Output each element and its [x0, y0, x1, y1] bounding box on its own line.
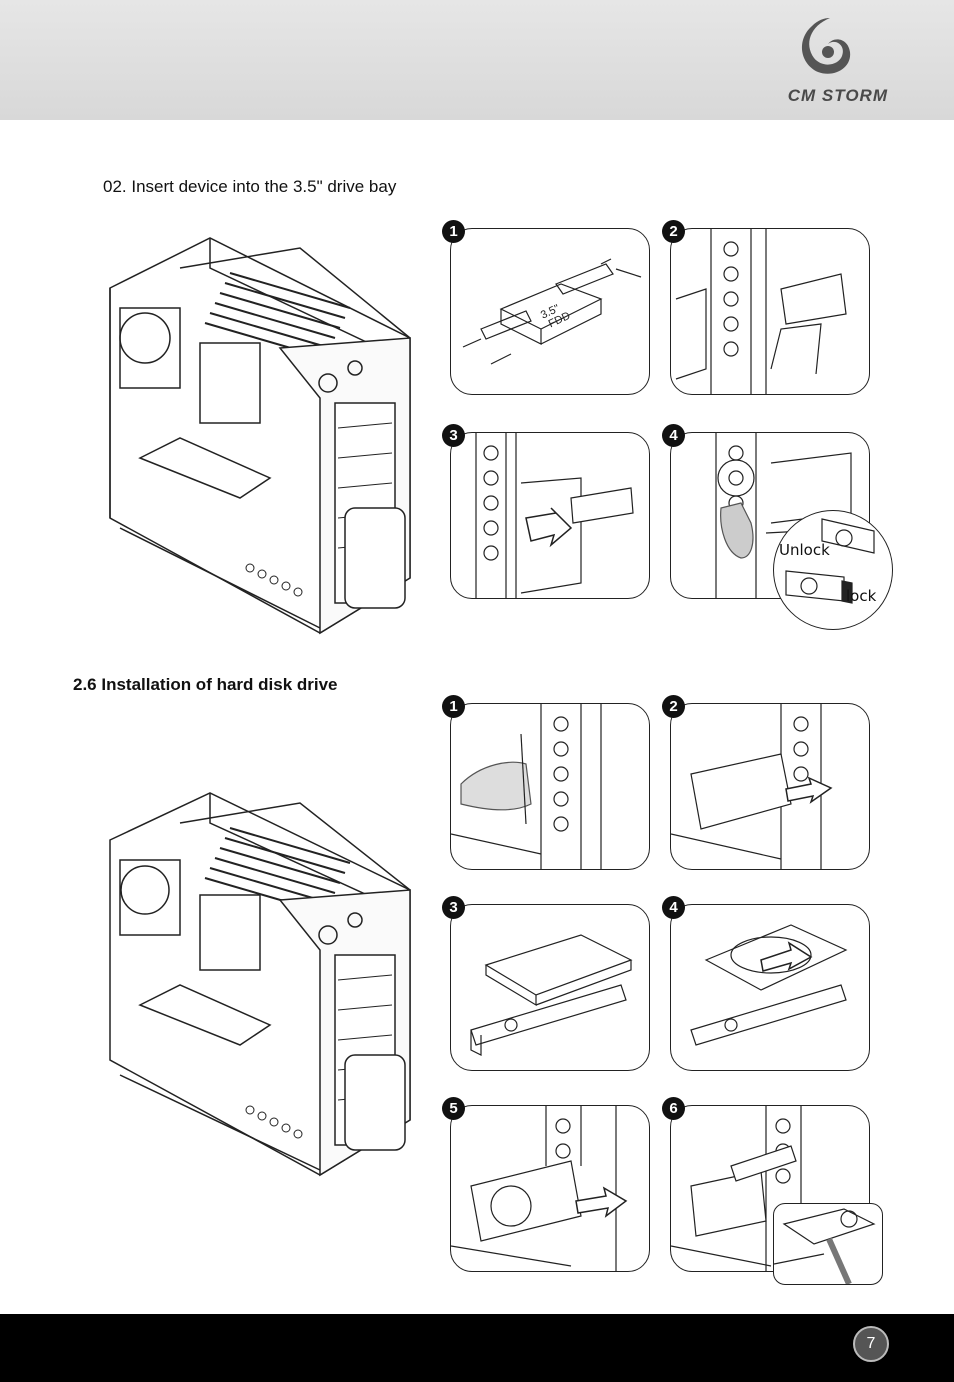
hdd-step-panel-4 [670, 904, 870, 1071]
hdd-step-6-detail-inset [773, 1203, 883, 1285]
case-illustration-bottom [109, 792, 411, 1177]
step-panel-2 [670, 228, 870, 395]
cm-storm-logo-icon [801, 18, 851, 74]
step-2-badge: 2 [662, 220, 685, 243]
step-panel-3 [450, 432, 650, 599]
step-1-badge: 1 [442, 220, 465, 243]
brand-wordmark: CM STORM [787, 86, 888, 105]
hdd-step-3-badge: 3 [442, 896, 465, 919]
section-heading-hdd: 2.6 Installation of hard disk drive [73, 675, 338, 694]
hdd-step-1-badge: 1 [442, 695, 465, 718]
step-4-badge: 4 [662, 424, 685, 447]
page-footer [0, 1314, 954, 1382]
hdd-step-panel-2 [670, 703, 870, 870]
hdd-step-panel-3 [450, 904, 650, 1071]
page-number: 7 [853, 1326, 889, 1362]
hdd-step-4-badge: 4 [662, 896, 685, 919]
hdd-step-panel-1 [450, 703, 650, 870]
step-heading-drive-bay: 02. Insert device into the 3.5" drive ba… [103, 177, 397, 196]
step-3-badge: 3 [442, 424, 465, 447]
hdd-step-2-badge: 2 [662, 695, 685, 718]
unlock-label: Unlock [779, 541, 830, 559]
hdd-step-5-badge: 5 [442, 1097, 465, 1120]
lock-label: lock [846, 587, 877, 605]
lock-callout: Unlock lock [773, 510, 893, 630]
hdd-step-panel-5 [450, 1105, 650, 1272]
case-illustration-top [109, 237, 411, 635]
page-header: CM STORM [0, 0, 954, 120]
hdd-step-6-badge: 6 [662, 1097, 685, 1120]
step-panel-1: 3.5" FDD [450, 228, 650, 395]
